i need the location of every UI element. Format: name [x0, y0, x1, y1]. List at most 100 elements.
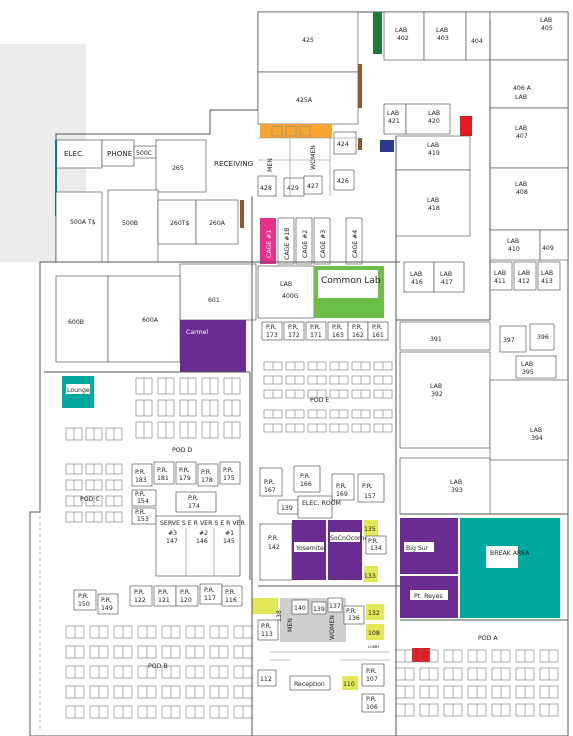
- room-421-label: 421: [388, 118, 400, 125]
- pr-113[interactable]: [257, 619, 279, 641]
- pr-134[interactable]: [365, 535, 387, 555]
- pod-b-label: POD B: [148, 663, 168, 670]
- room-406a[interactable]: [489, 59, 569, 109]
- pr-122-label: 122: [134, 597, 146, 604]
- room-137[interactable]: [327, 597, 343, 613]
- pr-161[interactable]: [367, 321, 389, 341]
- room-416[interactable]: [403, 261, 435, 293]
- room-405[interactable]: [489, 11, 569, 61]
- room-428[interactable]: [257, 175, 277, 197]
- room-138-label: 138: [276, 610, 283, 622]
- cage-1[interactable]: [260, 218, 276, 264]
- pr-142[interactable]: [259, 523, 293, 581]
- pr-157[interactable]: [357, 473, 385, 503]
- room-600a[interactable]: [107, 275, 181, 363]
- room-404[interactable]: [465, 11, 491, 61]
- room-407[interactable]: [489, 107, 569, 169]
- room-409[interactable]: [539, 229, 569, 261]
- room-416-label: 416: [411, 279, 423, 286]
- room-403-label: 403: [437, 35, 449, 42]
- pr-120[interactable]: [175, 585, 199, 607]
- pod-e-label: POD E: [310, 397, 329, 404]
- cage-3[interactable]: [313, 217, 331, 265]
- room-601[interactable]: [179, 263, 257, 321]
- pr-166[interactable]: [293, 465, 321, 493]
- pr-150[interactable]: [73, 589, 97, 611]
- pr-181[interactable]: [153, 461, 175, 485]
- room-265[interactable]: [155, 139, 207, 193]
- pr-167[interactable]: [259, 467, 283, 497]
- room-socnocorner[interactable]: [328, 520, 362, 580]
- room-140[interactable]: [291, 599, 309, 615]
- cage-2[interactable]: [295, 217, 313, 265]
- room-426[interactable]: [333, 169, 355, 191]
- room-392[interactable]: [399, 351, 491, 449]
- room-500ats[interactable]: [55, 191, 103, 263]
- room-400g[interactable]: [257, 265, 315, 319]
- room-393[interactable]: [399, 457, 491, 515]
- room-elec[interactable]: [55, 139, 103, 169]
- room-419[interactable]: [395, 135, 471, 171]
- room-394-label: 394: [531, 435, 543, 442]
- pr-173-pr: P.R.: [266, 324, 277, 331]
- room-412[interactable]: [513, 261, 537, 291]
- room-396[interactable]: [529, 323, 555, 351]
- room-133[interactable]: [364, 566, 378, 582]
- pr-178-label: 178: [201, 477, 213, 484]
- pr-116[interactable]: [221, 585, 243, 607]
- pr-149[interactable]: [97, 593, 119, 615]
- room-108[interactable]: [366, 624, 384, 640]
- room-carmel[interactable]: [180, 320, 246, 372]
- pr-183[interactable]: [131, 463, 153, 487]
- room-110[interactable]: [342, 676, 358, 690]
- room-411-label: 411: [494, 278, 506, 285]
- pr-106[interactable]: [361, 693, 385, 713]
- room-425a[interactable]: [257, 71, 359, 125]
- pr-122[interactable]: [129, 585, 153, 607]
- room-417[interactable]: [433, 261, 465, 293]
- room-135[interactable]: [364, 520, 378, 536]
- room-600b[interactable]: [55, 275, 109, 363]
- room-112[interactable]: [257, 669, 277, 687]
- room-phone[interactable]: [101, 139, 135, 167]
- room-427[interactable]: [303, 175, 323, 195]
- room-408[interactable]: [489, 167, 569, 231]
- room-418[interactable]: [395, 169, 471, 237]
- pr-175[interactable]: [219, 461, 241, 485]
- cage-4[interactable]: [345, 217, 363, 265]
- pr-136[interactable]: [343, 605, 365, 625]
- room-397[interactable]: [499, 325, 527, 353]
- pr-154[interactable]: [131, 489, 157, 507]
- pr-179[interactable]: [175, 461, 197, 485]
- room-260a[interactable]: [195, 199, 239, 245]
- room-260ts[interactable]: [157, 199, 197, 245]
- room-yosemite-label: Yosemite: [295, 545, 324, 552]
- elec-room[interactable]: [297, 495, 333, 519]
- room-394[interactable]: [489, 379, 569, 461]
- pr-171[interactable]: [305, 321, 327, 341]
- pr-178[interactable]: [197, 463, 219, 487]
- reception[interactable]: [289, 675, 331, 691]
- room-391[interactable]: [399, 321, 491, 351]
- room-402-label: 402: [397, 35, 409, 42]
- pr-173[interactable]: [261, 321, 283, 341]
- room-139[interactable]: [311, 601, 327, 615]
- room-413[interactable]: [537, 261, 561, 291]
- room-424[interactable]: [333, 131, 357, 155]
- pr-106-pr: P.R.: [366, 696, 377, 703]
- cage-1b-label: CAGE #1B: [284, 228, 291, 260]
- room-500b[interactable]: [107, 189, 159, 263]
- room-132[interactable]: [366, 604, 384, 620]
- cage-1b[interactable]: [277, 217, 295, 265]
- room-395[interactable]: [515, 355, 557, 379]
- room-425[interactable]: [257, 11, 359, 73]
- pr-172[interactable]: [283, 321, 305, 341]
- pr-116-label: 116: [225, 597, 237, 604]
- room-403[interactable]: [423, 11, 467, 61]
- pr-174[interactable]: [175, 491, 217, 513]
- pr-107[interactable]: [361, 663, 385, 687]
- room-420[interactable]: [405, 103, 451, 135]
- pr-169[interactable]: [331, 473, 355, 501]
- dark-green-door: [373, 12, 382, 54]
- room-410[interactable]: [489, 229, 541, 261]
